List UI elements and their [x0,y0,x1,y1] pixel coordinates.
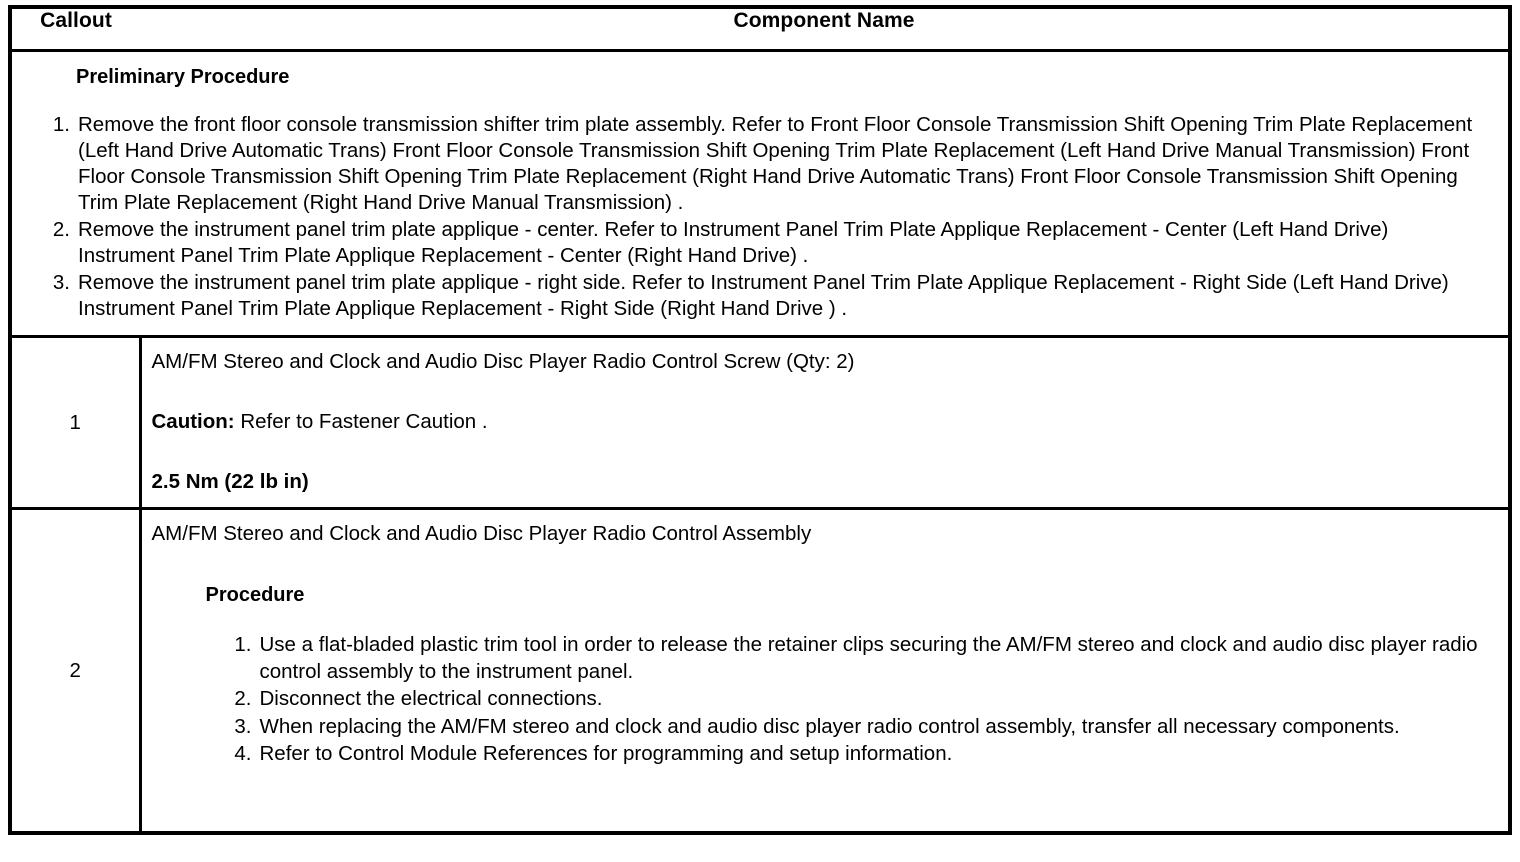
table-row: 2 AM/FM Stereo and Clock and Audio Disc … [10,507,1510,834]
preliminary-procedure-cell: Preliminary Procedure Remove the front f… [10,50,1510,339]
component-cell-2: AM/FM Stereo and Clock and Audio Disc Pl… [140,507,1510,834]
caution-text: Refer to Fastener Caution . [234,410,488,434]
header-label-callout: Callout [40,9,112,32]
caution-label: Caution: [151,410,235,434]
header-cell-callout: Callout [10,7,140,52]
procedure-title: Procedure [205,584,305,607]
caution-note: Caution: Refer to Fastener Caution . [152,409,1499,435]
list-item: Remove the instrument panel trim plate a… [40,270,1449,321]
preliminary-procedure-title: Preliminary Procedure [76,66,290,88]
table-row: 1 AM/FM Stereo and Clock and Audio Disc … [10,335,1510,509]
list-item: Disconnect the electrical connections. [222,686,603,713]
list-item: Refer to Control Module References for p… [222,741,953,768]
table-header-row: Callout Component Name [10,7,1510,52]
service-procedure-table: Callout Component Name Preliminary Proce… [8,5,1512,836]
list-item: Use a flat-bladed plastic trim tool in o… [222,632,1478,683]
list-item: Remove the instrument panel trim plate a… [40,217,1389,268]
component-name-text: AM/FM Stereo and Clock and Audio Disc Pl… [151,522,812,546]
preliminary-procedure-row: Preliminary Procedure Remove the front f… [10,50,1510,339]
callout-number: 2 [69,658,81,682]
callout-number: 1 [69,410,81,434]
header-cell-component-name: Component Name [140,7,1510,52]
component-name-text: AM/FM Stereo and Clock and Audio Disc Pl… [151,350,855,374]
callout-number-cell-2: 2 [10,507,142,834]
list-item: Remove the front floor console transmiss… [40,112,1473,215]
callout-number-cell-1: 1 [10,335,142,509]
procedure-step-list: Use a flat-bladed plastic trim tool in o… [152,632,1499,768]
torque-spec: 2.5 Nm (22 lb in) [151,470,309,494]
component-cell-1: AM/FM Stereo and Clock and Audio Disc Pl… [140,335,1510,509]
list-item: When replacing the AM/FM stereo and cloc… [222,714,1400,741]
header-label-component-name: Component Name [733,9,915,32]
preliminary-step-list: Remove the front floor console transmiss… [22,112,1498,322]
